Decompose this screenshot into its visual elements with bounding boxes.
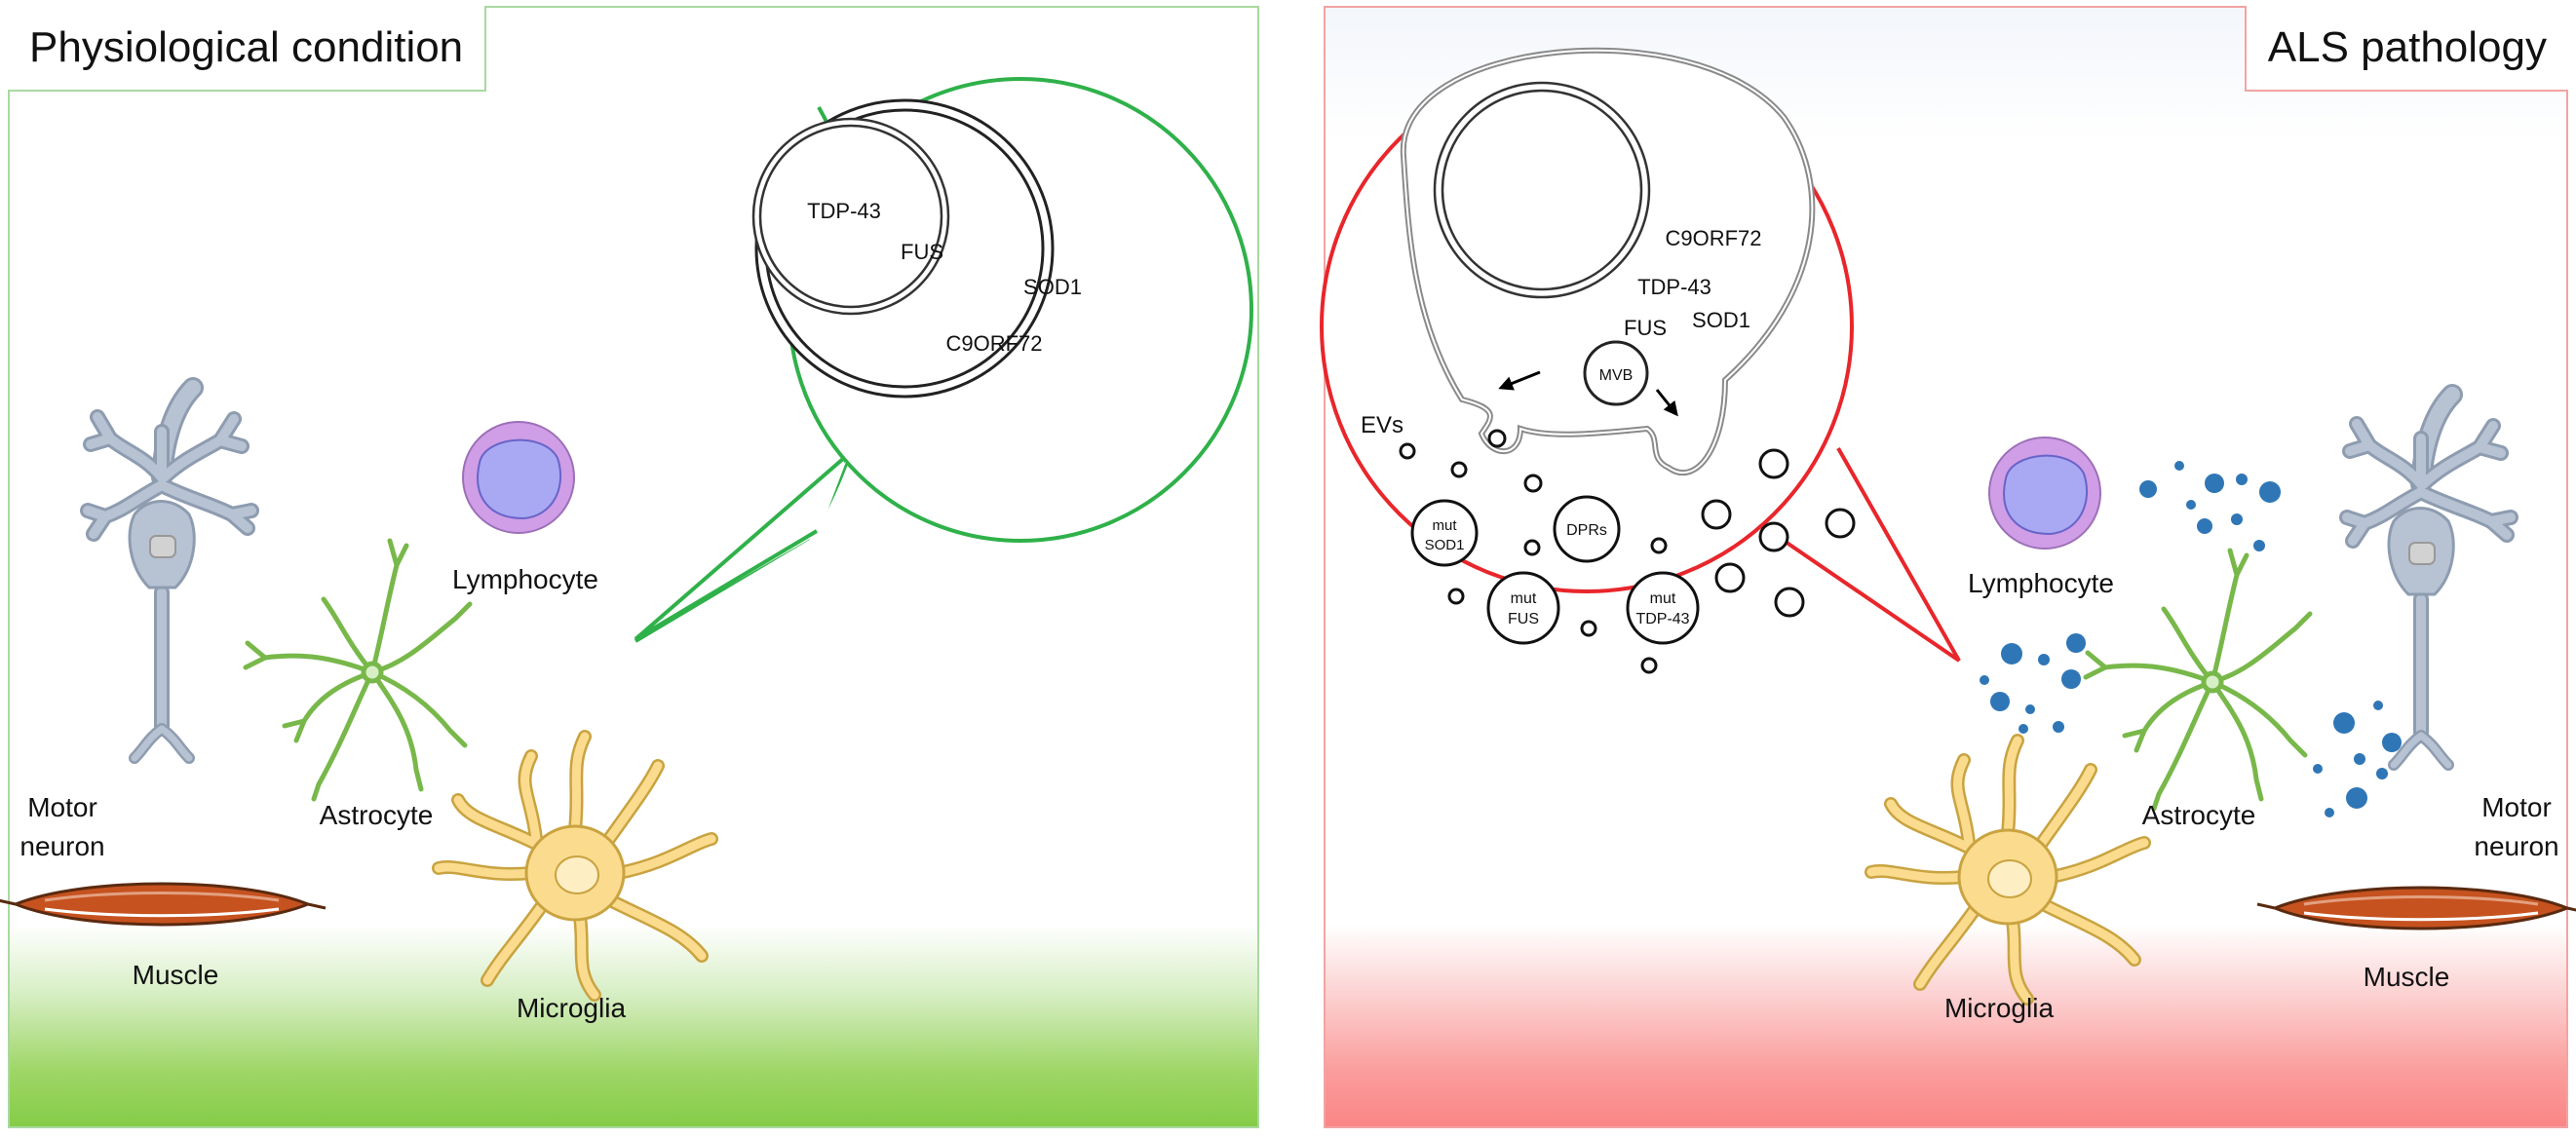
c9orf72-label: C9ORF72 bbox=[945, 331, 1042, 356]
als-astrocyte-cell bbox=[2086, 551, 2310, 809]
lymphocyte-cell bbox=[462, 421, 575, 534]
als-motor-neuron-cell bbox=[2347, 395, 2511, 765]
motor-neuron-cell bbox=[88, 388, 251, 758]
mut-sod1-label-line2: SOD1 bbox=[1425, 537, 1465, 553]
als-sod1-label: SOD1 bbox=[1692, 308, 1750, 332]
als-c9orf72-label: C9ORF72 bbox=[1665, 226, 1761, 250]
astrocyte-cell bbox=[246, 541, 470, 799]
physiological-title: Physiological condition bbox=[8, 6, 487, 92]
als-motor-neuron-label-line1: Motor bbox=[2481, 792, 2552, 822]
microglia-label: Microglia bbox=[517, 993, 626, 1023]
mut-sod1-label-line1: mut bbox=[1432, 517, 1457, 534]
healthy-cell bbox=[751, 98, 1055, 399]
mut-tdp43-label-line1: mut bbox=[1650, 590, 1676, 607]
evs-label: EVs bbox=[1361, 412, 1403, 438]
als-muscle-label: Muscle bbox=[2364, 962, 2450, 992]
motor-neuron-label-line2: neuron bbox=[19, 831, 104, 861]
mut-tdp43-label-line2: TDP-43 bbox=[1635, 611, 1689, 627]
als-microglia-cell bbox=[1871, 740, 2144, 999]
motor-neuron-label-line1: Motor bbox=[27, 792, 97, 822]
sod1-label: SOD1 bbox=[1023, 275, 1082, 299]
muscle-label: Muscle bbox=[133, 960, 219, 990]
als-astrocyte-label: Astrocyte bbox=[2142, 800, 2256, 830]
mut-fus-label-line2: FUS bbox=[1508, 611, 1539, 627]
als-title: ALS pathology bbox=[2244, 6, 2568, 92]
als-muscle-tissue bbox=[2255, 886, 2576, 930]
cytokine-dots bbox=[1980, 461, 2402, 817]
fus-label: FUS bbox=[901, 240, 943, 264]
als-tdp43-label: TDP-43 bbox=[1637, 275, 1711, 299]
tdp43-label: TDP-43 bbox=[807, 199, 881, 223]
als-fus-label: FUS bbox=[1624, 316, 1667, 340]
als-lymphocyte-cell bbox=[1988, 437, 2101, 550]
astrocyte-label: Astrocyte bbox=[320, 800, 434, 830]
extracellular-vesicles bbox=[1399, 429, 1856, 674]
muscle-tissue bbox=[0, 882, 327, 927]
als-cell bbox=[1400, 47, 1816, 476]
als-microglia-label: Microglia bbox=[1944, 993, 2054, 1023]
lymphocyte-label: Lymphocyte bbox=[452, 564, 598, 594]
mut-fus-label-line1: mut bbox=[1511, 590, 1537, 607]
mvb-label: MVB bbox=[1599, 367, 1634, 384]
microglia-cell bbox=[439, 737, 711, 995]
als-lymphocyte-label: Lymphocyte bbox=[1968, 568, 2114, 598]
als-motor-neuron-label-line2: neuron bbox=[2474, 831, 2558, 861]
dprs-label: DPRs bbox=[1566, 522, 1607, 539]
